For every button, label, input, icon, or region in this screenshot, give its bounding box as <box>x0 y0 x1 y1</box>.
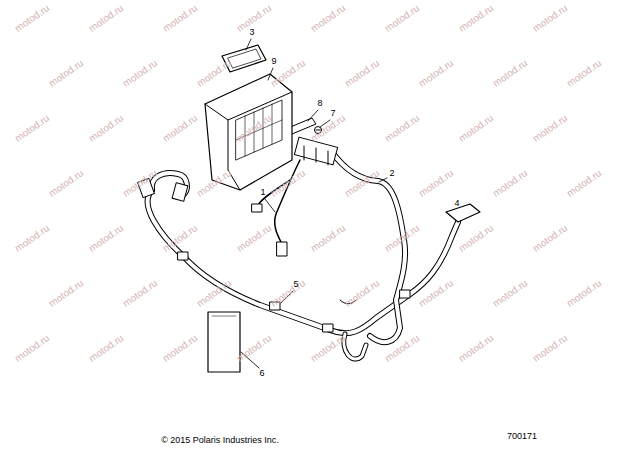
copyright-note: © 2015 Polaris Industries Inc. <box>161 436 279 446</box>
watermark: motod.ru <box>417 57 456 89</box>
watermark: motod.ru <box>47 277 86 309</box>
watermark: motod.ru <box>161 2 200 34</box>
watermark: motod.ru <box>87 332 126 364</box>
watermark: motod.ru <box>121 277 160 309</box>
watermark: motod.ru <box>383 2 422 34</box>
watermark: motod.ru <box>565 277 604 309</box>
watermark: motod.ru <box>195 57 234 89</box>
watermark: motod.ru <box>309 222 348 254</box>
watermark: motod.ru <box>457 332 496 364</box>
watermark: motod.ru <box>87 222 126 254</box>
watermark: motod.ru <box>235 222 274 254</box>
watermark: motod.ru <box>13 112 52 144</box>
watermark: motod.ru <box>491 57 530 89</box>
watermark: motod.ru <box>309 332 348 364</box>
watermark: motod.ru <box>531 112 570 144</box>
watermark: motod.ru <box>309 112 348 144</box>
watermark: motod.ru <box>457 222 496 254</box>
callout-number: 5 <box>293 280 298 290</box>
callout-number: 8 <box>317 99 322 109</box>
watermark: motod.ru <box>47 167 86 199</box>
watermark: motod.ru <box>121 57 160 89</box>
watermark: motod.ru <box>457 112 496 144</box>
callout-number: 1 <box>260 188 265 198</box>
watermark: motod.ru <box>491 167 530 199</box>
figure-number: 700171 <box>507 432 537 442</box>
callout-number: 2 <box>389 169 394 179</box>
watermark: motod.ru <box>417 167 456 199</box>
watermark: motod.ru <box>565 167 604 199</box>
watermark: motod.ru <box>161 112 200 144</box>
watermark: motod.ru <box>383 112 422 144</box>
watermark: motod.ru <box>13 332 52 364</box>
watermark: motod.ru <box>13 2 52 34</box>
watermark: motod.ru <box>343 57 382 89</box>
watermark: motod.ru <box>87 112 126 144</box>
watermark: motod.ru <box>309 2 348 34</box>
callout-number: 9 <box>271 57 276 67</box>
watermark: motod.ru <box>87 2 126 34</box>
watermark: motod.ru <box>383 332 422 364</box>
watermark: motod.ru <box>269 277 308 309</box>
watermark: motod.ru <box>161 332 200 364</box>
watermark: motod.ru <box>491 277 530 309</box>
watermark: motod.ru <box>343 277 382 309</box>
watermark: motod.ru <box>13 222 52 254</box>
watermark: motod.ru <box>531 2 570 34</box>
watermark: motod.ru <box>531 332 570 364</box>
watermark: motod.ru <box>531 222 570 254</box>
callout-number: 3 <box>249 28 254 38</box>
watermark: motod.ru <box>269 167 308 199</box>
callout-number: 7 <box>330 109 335 119</box>
watermark: motod.ru <box>565 57 604 89</box>
callout-number: 4 <box>454 199 459 209</box>
watermark: motod.ru <box>457 2 496 34</box>
callout-number: 6 <box>259 369 264 379</box>
watermark: motod.ru <box>47 57 86 89</box>
